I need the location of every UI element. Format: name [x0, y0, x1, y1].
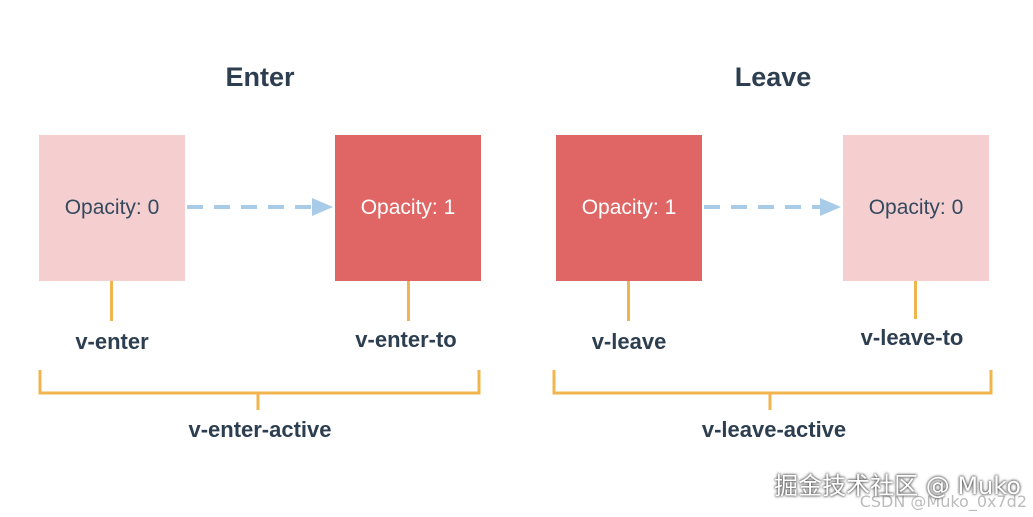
- enter-from-box: Opacity: 0: [39, 135, 185, 281]
- enter-to-box-text: Opacity: 1: [360, 196, 456, 219]
- enter-arrow-head: [312, 198, 333, 216]
- leave-title: Leave: [734, 62, 812, 92]
- enter-to-label: v-enter-to: [355, 327, 457, 352]
- leave-to-connector: [914, 281, 917, 319]
- watermark: 掘金技术社区 @ Muko: [774, 472, 1021, 500]
- watermark-sub: CSDN @Muko_0x7d2: [859, 492, 1027, 511]
- leave-to-box-text: Opacity: 0: [868, 196, 964, 219]
- leave-active-bracket: [552, 370, 993, 410]
- enter-active-label: v-enter-active: [188, 417, 332, 442]
- enter-active-bracket: [38, 370, 481, 410]
- leave-to-box: Opacity: 0: [843, 135, 989, 281]
- enter-title: Enter: [225, 62, 295, 92]
- leave-from-label: v-leave: [591, 329, 667, 354]
- enter-from-box-text: Opacity: 0: [64, 196, 160, 219]
- enter-from-label: v-enter: [75, 329, 149, 354]
- enter-to-connector: [407, 281, 410, 321]
- leave-arrow-head: [820, 198, 841, 216]
- leave-from-box: Opacity: 1: [556, 135, 702, 281]
- leave-to-label: v-leave-to: [860, 325, 964, 350]
- leave-active-label: v-leave-active: [701, 417, 847, 442]
- enter-to-box: Opacity: 1: [335, 135, 481, 281]
- leave-from-box-text: Opacity: 1: [581, 196, 677, 219]
- enter-from-connector: [110, 281, 113, 321]
- leave-from-connector: [627, 281, 630, 321]
